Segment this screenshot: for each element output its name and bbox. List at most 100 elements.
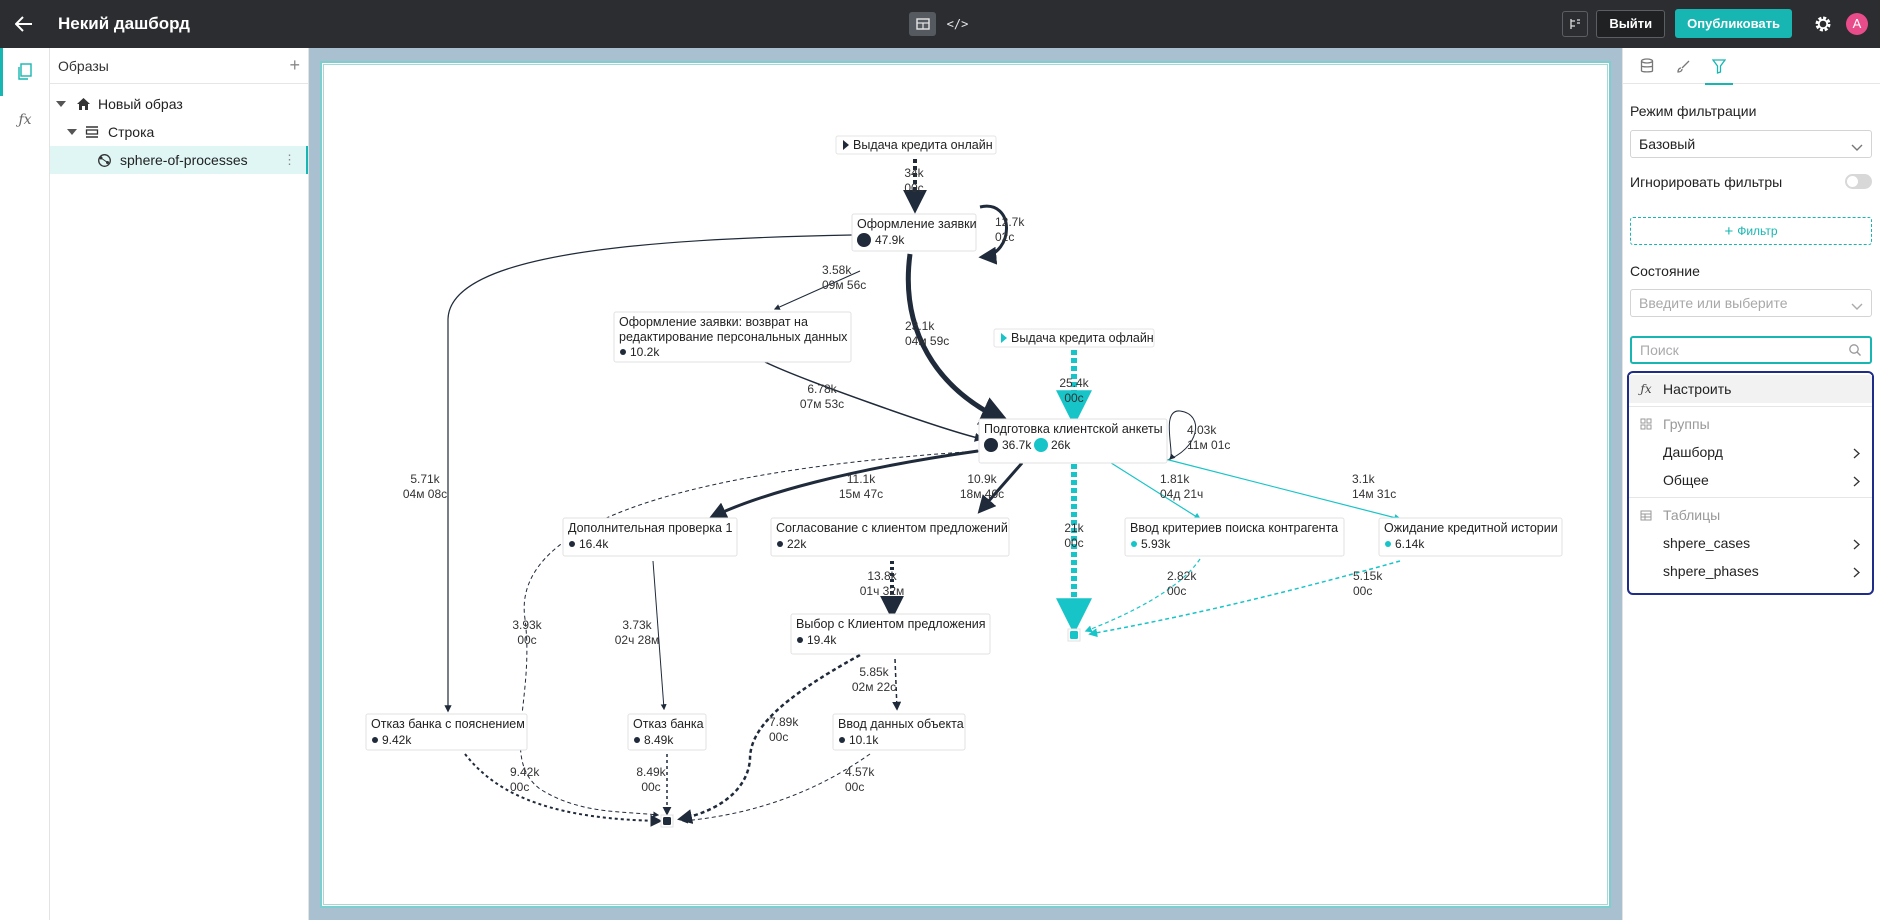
edge-credit-end[interactable] xyxy=(1088,560,1401,638)
process-node[interactable]: Дополнительная проверка 116.4k xyxy=(562,517,738,557)
case-count: 5.93k xyxy=(1141,537,1171,551)
edge-check-refusal[interactable] xyxy=(652,560,667,711)
process-node-label: Ввод критериев поиска контрагента xyxy=(1130,521,1338,535)
divider xyxy=(1629,406,1872,407)
start-node-label: Выдача кредита офлайн xyxy=(1011,331,1154,345)
edge-time-label: 00с xyxy=(1064,536,1083,550)
case-count-dot xyxy=(620,349,626,355)
pages-icon[interactable] xyxy=(0,48,50,96)
table-icon xyxy=(1629,510,1663,521)
process-node-label: Отказ банка xyxy=(633,717,704,731)
edge-application-return[interactable] xyxy=(773,270,861,310)
more-vertical-icon[interactable]: ⋮ xyxy=(283,152,296,167)
case-count-dot xyxy=(1131,541,1137,547)
edge-time-label: 00с xyxy=(641,780,660,794)
caret-down-icon[interactable] xyxy=(67,129,77,135)
edge-time-label: 11м 01с xyxy=(1187,438,1230,452)
edge-application-refusal-expl[interactable] xyxy=(444,234,853,713)
edge-questionnaire-agreement[interactable] xyxy=(977,462,1024,514)
process-node[interactable]: Ввод критериев поиска контрагента 5.93k xyxy=(1124,517,1345,557)
ignore-filters-toggle[interactable] xyxy=(1845,174,1872,189)
filter-mode-select[interactable]: Базовый xyxy=(1630,130,1872,158)
dropdown-item-configure[interactable]: ƒx Настроить xyxy=(1629,375,1872,403)
edge-return-questionnaire[interactable] xyxy=(764,361,984,442)
case-count-dot xyxy=(372,737,378,743)
dropdown-item-table[interactable]: shpere_cases xyxy=(1629,529,1872,557)
tree-item-sphere[interactable]: sphere-of-processes ⋮ xyxy=(50,146,308,174)
edge-time-label: 00с xyxy=(904,181,923,195)
edge-questionnaire-credit-history[interactable] xyxy=(1164,458,1402,522)
search-icon xyxy=(1848,343,1862,360)
logout-button[interactable]: Выйти xyxy=(1596,9,1666,38)
process-node-label: Ввод данных объекта xyxy=(838,717,964,731)
row-layout-icon xyxy=(82,126,102,138)
edge-count-label: 10.9k xyxy=(967,472,997,486)
case-count-dot xyxy=(984,438,998,452)
back-arrow-icon[interactable] xyxy=(0,0,48,48)
top-actions: Выйти Опубликовать A xyxy=(1562,9,1868,38)
layout-view-icon[interactable] xyxy=(909,12,936,36)
edge-questionnaire-search[interactable] xyxy=(1107,460,1202,520)
start-node[interactable]: Выдача кредита онлайн xyxy=(835,135,997,155)
edge-application-questionnaire[interactable] xyxy=(905,253,1011,425)
chevron-down-icon xyxy=(1851,139,1863,155)
dashboard-title: Некий дашборд xyxy=(58,14,190,33)
tree-item-row[interactable]: Строка xyxy=(50,118,308,146)
start-node[interactable]: Выдача кредита офлайн xyxy=(993,328,1155,348)
dropdown-item-group[interactable]: Общее xyxy=(1629,466,1872,494)
edge-choice-input[interactable] xyxy=(892,658,902,711)
add-filter-button[interactable]: + Фильтр xyxy=(1630,217,1872,245)
dropdown-item-group[interactable]: Дашборд xyxy=(1629,438,1872,466)
case-count-dot-teal xyxy=(1034,438,1048,452)
add-icon[interactable]: + xyxy=(289,55,300,75)
edge-choice-end[interactable] xyxy=(677,653,861,824)
brush-icon[interactable] xyxy=(1665,48,1701,84)
caret-down-icon[interactable] xyxy=(56,101,66,107)
code-view-icon[interactable]: </> xyxy=(946,17,969,31)
edge-questionnaire-check[interactable] xyxy=(708,449,979,519)
edge-time-label: 07м 53с xyxy=(800,397,844,411)
filter-tab-icon[interactable] xyxy=(1701,48,1737,85)
divider xyxy=(1629,497,1872,498)
process-node[interactable]: Оформление заявки: возврат наредактирова… xyxy=(613,311,852,363)
edge-input-end[interactable] xyxy=(681,753,871,824)
edge-search-end[interactable] xyxy=(1084,558,1201,633)
structure-icon[interactable] xyxy=(1562,10,1589,37)
edge-questionnaire-end[interactable] xyxy=(519,450,981,818)
edge-time-label: 02ч 28м xyxy=(615,633,660,647)
edge-count-label: 5.15k xyxy=(1353,569,1383,583)
tree-item-new-image[interactable]: Новый образ xyxy=(50,90,308,118)
publish-button[interactable]: Опубликовать xyxy=(1675,9,1792,38)
case-count-dot xyxy=(634,737,640,743)
edge-loop-application[interactable] xyxy=(978,204,1008,265)
edge-count-label: 3.58k xyxy=(822,263,852,277)
edge-loop-questionnaire[interactable] xyxy=(1164,410,1197,462)
database-icon[interactable] xyxy=(1629,48,1665,84)
case-count: 10.1k xyxy=(849,733,879,747)
state-select[interactable]: Введите или выберите xyxy=(1630,289,1872,317)
edge-count-label: 5.71k xyxy=(410,472,440,486)
edge-refusal-expl-end[interactable] xyxy=(464,753,663,827)
home-icon xyxy=(72,97,94,111)
process-icon xyxy=(94,153,114,168)
edge-count-label: 4.57k xyxy=(845,765,875,779)
process-node[interactable]: Ввод данных объекта 10.1k xyxy=(832,713,966,751)
case-count-dot xyxy=(857,233,871,247)
case-count: 22k xyxy=(787,537,807,551)
gear-icon[interactable] xyxy=(1810,11,1836,37)
top-bar: Некий дашборд </> Выйти Опубликовать A xyxy=(0,0,1880,48)
images-panel-title: Образы xyxy=(58,57,109,74)
avatar[interactable]: A xyxy=(1846,12,1868,35)
search-input[interactable]: Поиск xyxy=(1630,336,1872,364)
formula-icon[interactable]: ƒx xyxy=(18,112,32,128)
dropdown-item-table[interactable]: shpere_phases xyxy=(1629,557,1872,585)
